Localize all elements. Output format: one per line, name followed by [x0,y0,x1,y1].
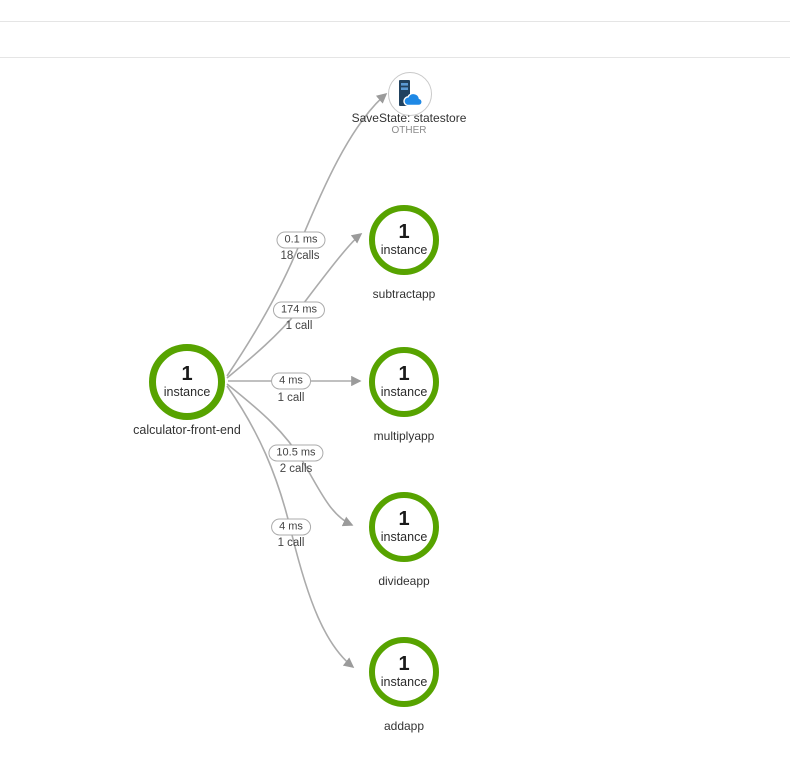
app-node-addapp[interactable]: 1 instance [369,637,439,707]
edge-call-count: 1 call [277,537,305,549]
service-map: SaveState: statestore OTHER 1 instance c… [0,58,790,772]
edge-call-count: 2 calls [279,463,313,475]
app-node-label: addapp [383,719,425,733]
instance-count: 1 [398,653,410,676]
instance-unit: instance [380,243,428,258]
instance-count: 1 [398,221,410,244]
edge-latency-pill[interactable]: 4 ms [271,518,311,536]
server-cloud-icon [399,80,423,107]
instance-count: 1 [398,363,410,386]
instance-unit: instance [380,675,428,690]
app-node-divideapp[interactable]: 1 instance [369,492,439,562]
edge-latency-pill[interactable]: 174 ms [272,301,326,319]
toolbar-divider [0,57,790,58]
statestore-node[interactable] [388,72,432,116]
instance-unit: instance [380,385,428,400]
statestore-label: SaveState: statestore [351,111,467,125]
app-node-label: multiplyapp [373,429,435,443]
edge-latency-pill[interactable]: 4 ms [271,372,311,390]
edge-call-count: 1 call [277,392,305,404]
edge-latency-pill[interactable]: 10.5 ms [268,444,324,462]
app-node-label: subtractapp [372,287,436,301]
instance-unit: instance [380,530,428,545]
edge-call-count: 18 calls [280,250,320,262]
instance-count: 1 [398,508,410,531]
app-node-subtractapp[interactable]: 1 instance [369,205,439,275]
top-divider [0,21,790,22]
edge-latency-pill[interactable]: 0.1 ms [276,231,326,249]
app-node-label: calculator-front-end [133,423,241,437]
edge-to-divideapp[interactable] [226,383,354,527]
app-node-label: divideapp [378,574,430,588]
app-node-calculator-front-end[interactable]: 1 instance [149,344,225,420]
statestore-type: OTHER [391,125,427,136]
edge-call-count: 1 call [285,320,313,332]
instance-count: 1 [181,363,193,386]
app-node-multiplyapp[interactable]: 1 instance [369,347,439,417]
instance-unit: instance [163,385,211,400]
